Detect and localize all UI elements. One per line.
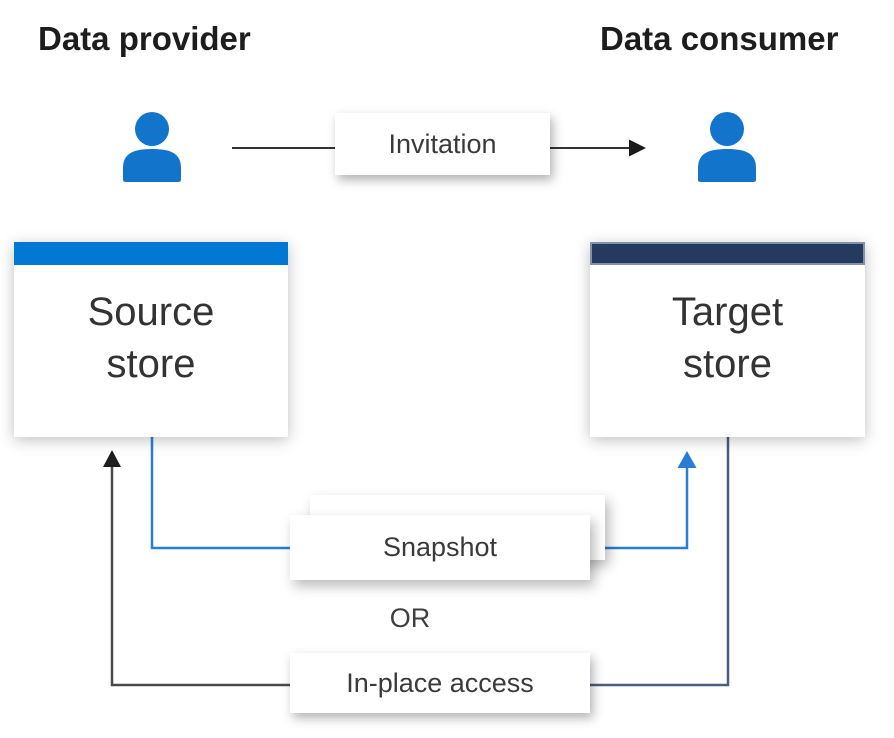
source-store-header-bar (14, 242, 288, 265)
consumer-heading: Data consumer (600, 20, 839, 57)
in-place-flow-line-navy (588, 437, 730, 687)
consumer-person-icon (698, 112, 756, 182)
provider-person-icon (123, 112, 181, 182)
source-store-box: Source store (14, 242, 288, 437)
provider-heading: Data provider (38, 20, 251, 57)
invitation-label: Invitation (388, 128, 497, 159)
snapshot-label: Snapshot (382, 532, 498, 562)
target-store-label: Target store (671, 290, 784, 386)
in-place-access-label-box: In-place access (290, 653, 590, 713)
in-place-flow-line-black (103, 450, 292, 687)
in-place-access-label: In-place access (346, 667, 534, 698)
target-store-box: Target store (590, 242, 865, 437)
arrow-up-icon (103, 450, 121, 467)
snapshot-label-box: Snapshot (290, 515, 590, 580)
source-store-label: Source store (87, 290, 215, 386)
arrow-up-icon (677, 451, 697, 468)
invitation-label-box: Invitation (335, 113, 550, 175)
target-store-header-bar (590, 242, 865, 265)
arrow-right-icon (629, 139, 646, 157)
or-label: OR (389, 603, 431, 633)
